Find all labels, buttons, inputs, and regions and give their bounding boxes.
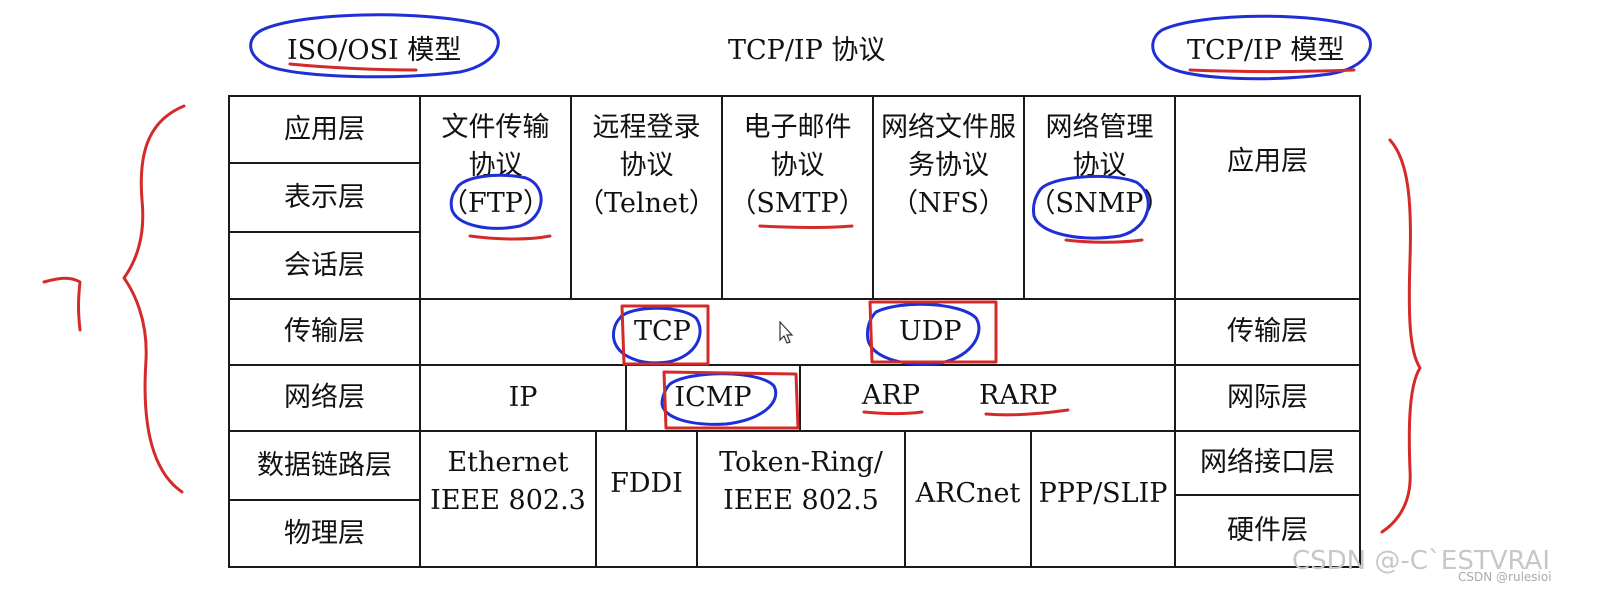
right-brace [1380,138,1422,534]
osi-model-title: ISO/OSI 模型 [287,35,462,66]
tcpip-protocol-title: TCP/IP 协议 [728,35,886,66]
protocol-rarp: RARP [979,380,1058,411]
osi-layer-network: 网络层 [228,364,421,432]
protocol-tcp: TCP [634,316,691,347]
protocol-udp: UDP [899,316,962,347]
protocol-arp: ARP [862,380,920,411]
osi-layer-datalink: 数据链路层 [228,430,421,501]
osi-layer-presentation: 表示层 [228,162,421,233]
left-brace [122,104,186,494]
link-token-ring: Token-Ring/IEEE 802.5 [696,430,906,568]
osi-layer-session: 会话层 [228,231,421,300]
transport-protocols-row [419,298,1176,366]
tcpip-layer-application: 应用层 [1174,95,1361,300]
protocol-ftp: 文件传输协议（FTP） [419,95,572,300]
csdn-watermark-small: CSDN @rulesioi [1458,570,1552,584]
csdn-watermark: CSDN @-C`ESTVRAI [1292,546,1550,576]
tcpip-layer-network-interface: 网络接口层 [1174,430,1361,496]
tcpip-model-title: TCP/IP 模型 [1187,35,1345,66]
protocol-telnet: 远程登录协议（Telnet） [570,95,723,300]
tcpip-layer-internet: 网际层 [1174,364,1361,432]
protocol-nfs: 网络文件服务协议（NFS） [872,95,1025,300]
protocol-snmp: 网络管理协议（SNMP） [1023,95,1176,300]
osi-layer-application: 应用层 [228,95,421,164]
protocol-icmp: ICMP [625,364,801,432]
osi-layer-transport: 传输层 [228,298,421,366]
protocol-ip: IP [419,364,627,432]
left-margin-mark [42,276,82,332]
link-arcnet: ARCnet [904,430,1032,568]
protocol-smtp: 电子邮件协议（SMTP） [721,95,874,300]
osi-layer-physical: 物理层 [228,499,421,568]
tcpip-layer-transport: 传输层 [1174,298,1361,366]
link-fddi: FDDI [595,430,698,568]
link-ppp-slip: PPP/SLIP [1030,430,1176,568]
underline-tcpip-model [1188,68,1356,73]
tcpip-layer-hardware: 硬件层 [1174,494,1361,568]
